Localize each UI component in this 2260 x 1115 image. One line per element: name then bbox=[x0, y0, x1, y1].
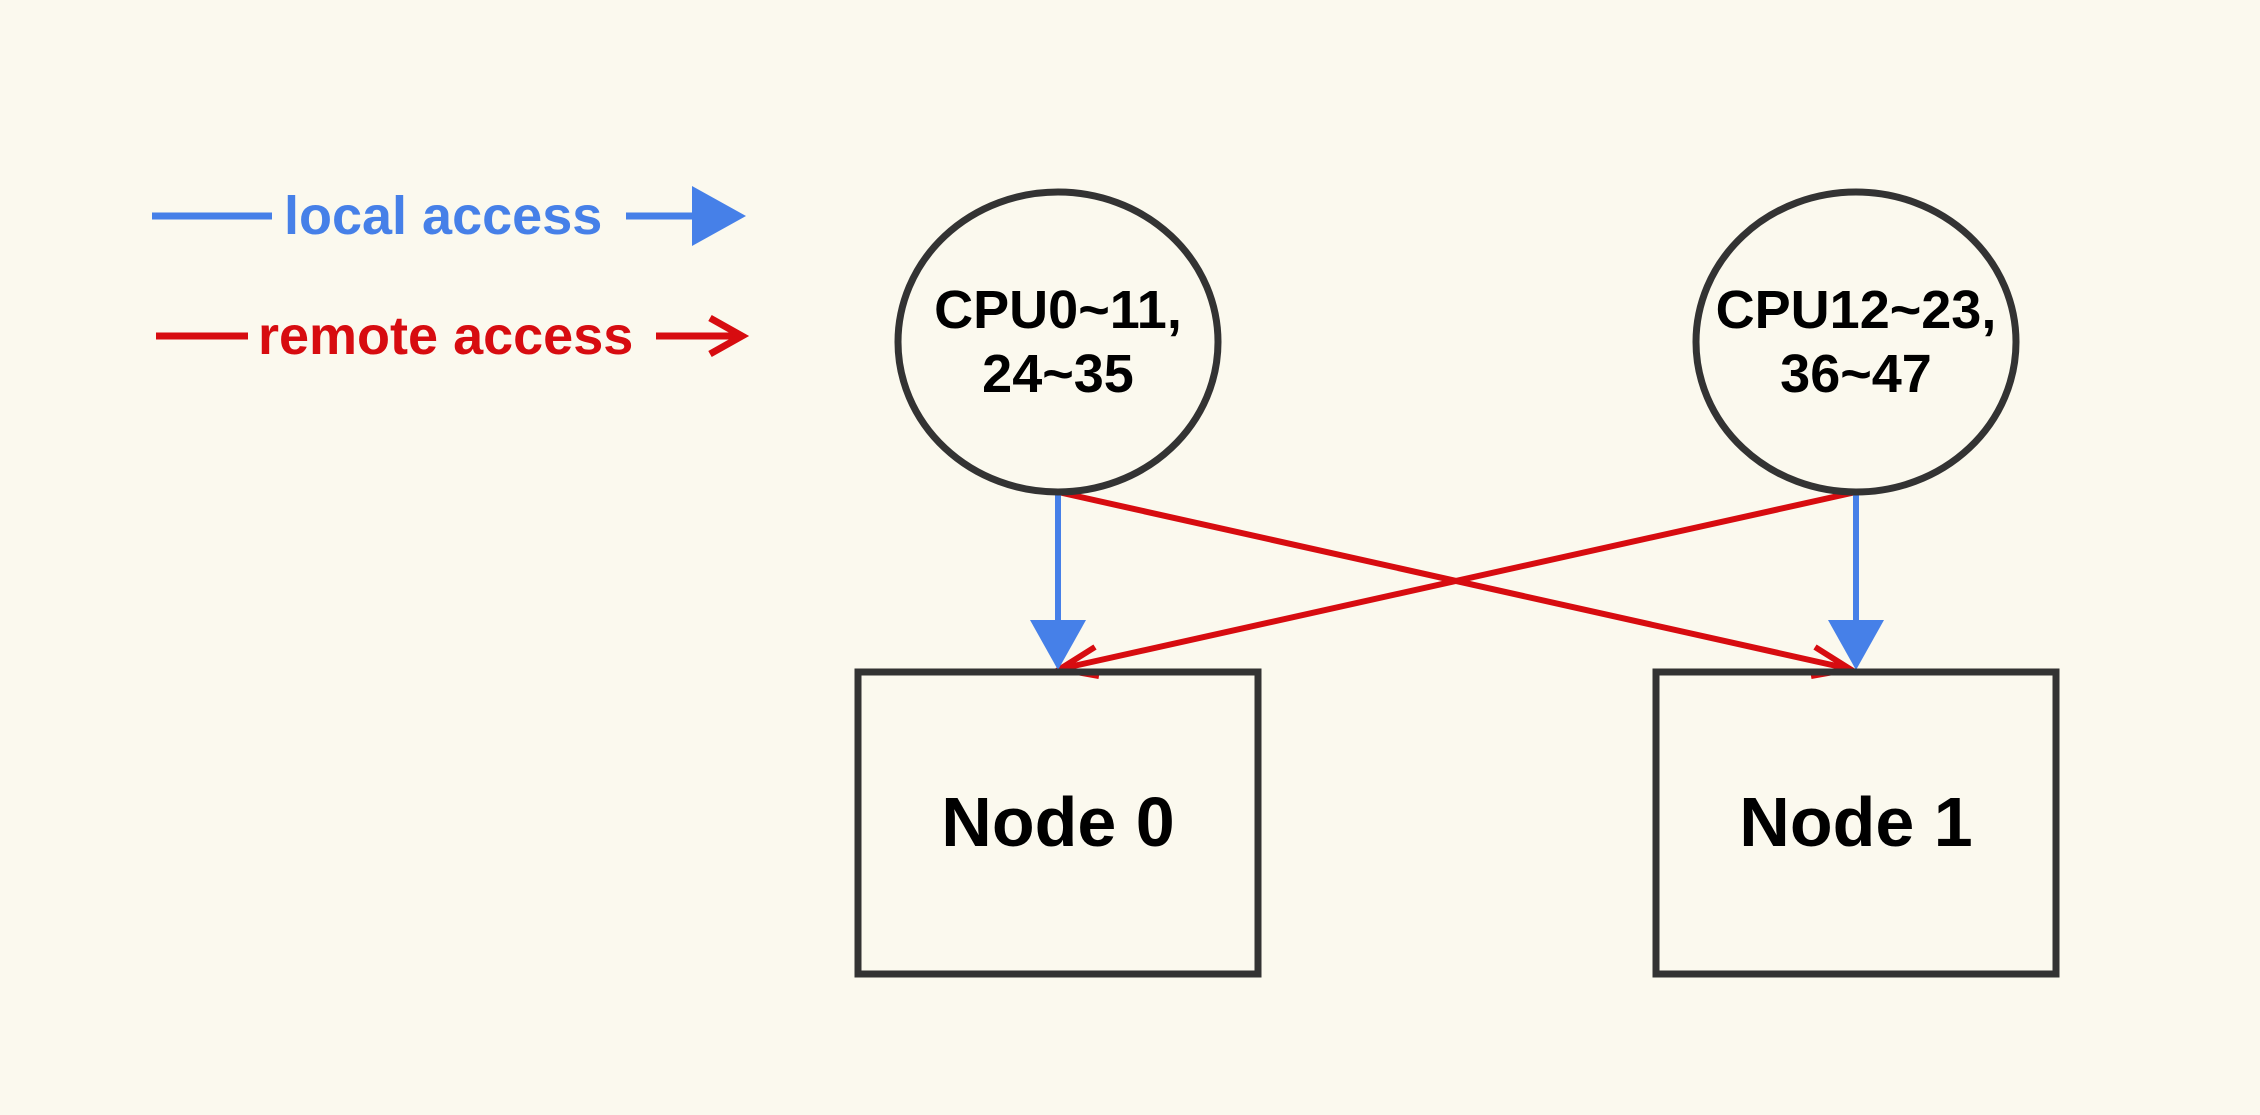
node-1-label: Node 1 bbox=[1739, 783, 1972, 861]
legend-local: local access bbox=[152, 186, 746, 246]
remote-arrow-cpu1-to-node0 bbox=[1059, 489, 1857, 672]
local-access-arrows bbox=[1030, 492, 1884, 670]
legend-remote-arrowhead bbox=[708, 314, 750, 358]
node-0: Node 0 bbox=[854, 668, 1262, 978]
legend-remote: remote access bbox=[156, 306, 750, 366]
node-0-label: Node 0 bbox=[941, 783, 1174, 861]
cpu-group-1: CPU12~23, 36~47 bbox=[1692, 188, 2020, 496]
cpu-group-1-ellipse bbox=[1692, 188, 2020, 496]
legend-remote-label: remote access bbox=[258, 306, 633, 366]
cpu-group-0-ellipse bbox=[894, 188, 1222, 496]
local-arrowhead-node1 bbox=[1828, 620, 1884, 670]
node-1: Node 1 bbox=[1652, 668, 2060, 978]
remote-access-arrows bbox=[1051, 489, 1859, 679]
cpu-group-1-label-line1: CPU12~23, bbox=[1716, 280, 1997, 340]
cpu-group-0: CPU0~11, 24~35 bbox=[894, 188, 1222, 496]
cpu-group-0-label-line2: 24~35 bbox=[982, 344, 1134, 404]
local-arrowhead-node0 bbox=[1030, 620, 1086, 670]
node-0-box bbox=[854, 668, 1262, 978]
node-1-box bbox=[1652, 668, 2060, 978]
cpu-group-0-label-line1: CPU0~11, bbox=[934, 280, 1182, 340]
legend-local-arrowhead bbox=[692, 186, 746, 246]
legend-local-label: local access bbox=[284, 186, 602, 246]
cpu-group-1-label-line2: 36~47 bbox=[1780, 344, 1932, 404]
